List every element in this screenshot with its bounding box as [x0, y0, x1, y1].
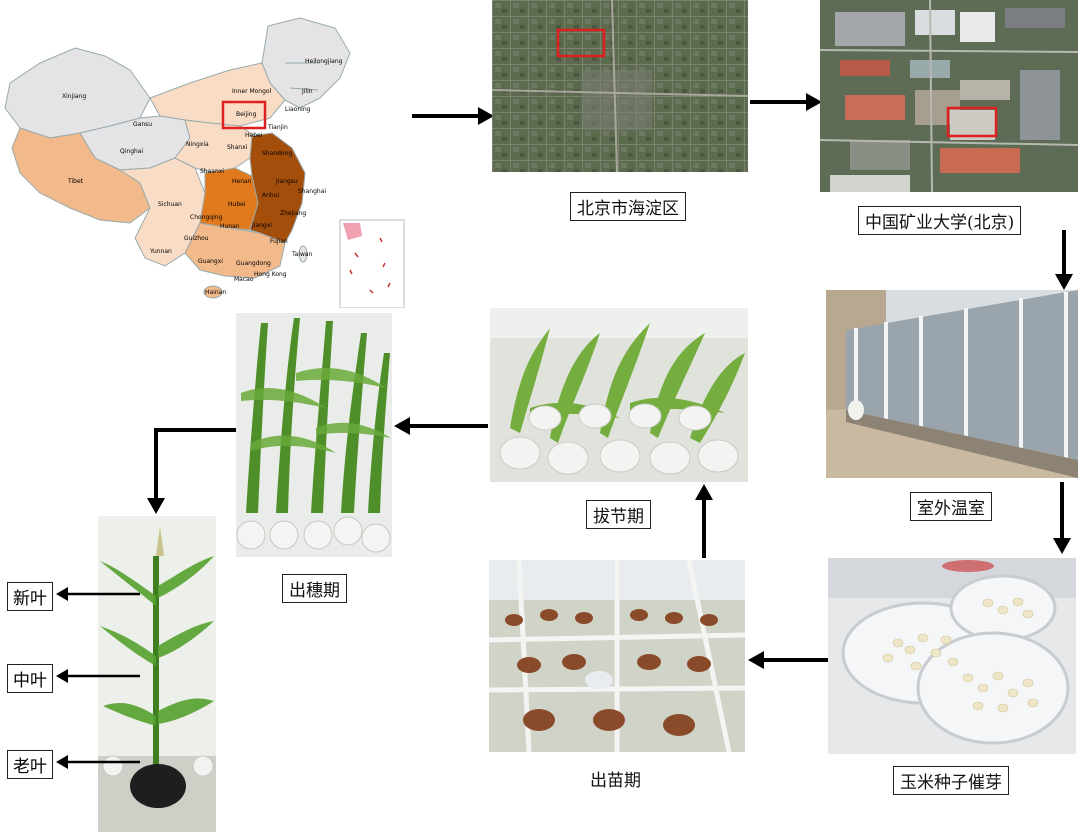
leaf-label-middle: 中叶: [7, 664, 53, 693]
map-label-fujian: Fujian: [270, 238, 288, 245]
seed-germination-photo: [828, 558, 1076, 754]
leaf-label-new: 新叶: [7, 582, 53, 611]
arrow-to-middle-leaf: [56, 669, 140, 683]
map-label-hebei: Hebei: [245, 132, 263, 139]
arrow-greenhouse-to-germination: [1053, 482, 1071, 554]
haidian-highlight-box: [556, 28, 606, 58]
map-label-chongqing: Chongqing: [190, 214, 223, 221]
map-label-heilongjiang: Heilongjiang: [305, 58, 343, 65]
arrow-germination-to-emergence: [748, 651, 828, 669]
map-label-zhejiang: Zhejiang: [280, 210, 307, 217]
cumtb-highlight-box: [946, 106, 998, 138]
step-label-germination: 玉米种子催芽: [893, 766, 1009, 795]
arrow-haidian-to-cumtb: [750, 93, 822, 111]
map-label-xinjiang: Xinjiang: [62, 93, 87, 100]
map-label-jilin: Jilin: [302, 88, 313, 95]
heading-stage-photo: [236, 313, 392, 557]
map-label-jiangxi: Jiangxi: [252, 222, 272, 229]
cumtb-satellite-image: [820, 0, 1078, 192]
beijing-highlight-box: [221, 100, 267, 130]
arrow-jointing-to-heading: [394, 417, 488, 435]
map-label-yunnan: Yunnan: [150, 248, 172, 255]
arrow-map-to-haidian: [412, 107, 494, 125]
step-label-emergence: 出苗期: [590, 771, 641, 791]
map-label-macao: Macao: [234, 276, 254, 283]
arrow-heading-to-plant: [147, 428, 236, 514]
arrow-to-old-leaf: [56, 755, 140, 769]
map-label-jiangsu: Jiangsu: [276, 178, 298, 185]
greenhouse-photo: [826, 290, 1078, 478]
jointing-stage-photo: [490, 308, 748, 482]
map-label-hongkong: Hong Kong: [254, 271, 287, 278]
map-label-guangxi: Guangxi: [198, 258, 223, 265]
map-label-gansu: Gansu: [133, 121, 153, 128]
arrow-emergence-to-jointing: [695, 484, 713, 558]
step-label-jointing: 拔节期: [586, 500, 651, 529]
leaf-label-old: 老叶: [7, 750, 53, 779]
step-label-haidian: 北京市海淀区: [570, 192, 686, 221]
map-region-south: [184, 222, 286, 279]
map-region-east: [249, 132, 306, 244]
map-label-guizhou: Guizhou: [184, 235, 209, 242]
map-label-guangdong: Guangdong: [236, 260, 271, 267]
seedling-emergence-photo: [489, 560, 745, 752]
map-label-hainan: Hainan: [205, 289, 227, 296]
map-region-taiwan: [298, 245, 308, 263]
map-label-hubei: Hubei: [228, 201, 246, 208]
step-label-heading: 出穗期: [282, 574, 347, 603]
map-label-henan: Henan: [232, 178, 252, 185]
china-map: Xinjiang Tibet Qinghai Gansu Inner Mongo…: [0, 8, 410, 308]
arrow-cumtb-to-greenhouse: [1055, 230, 1073, 290]
map-label-taiwan: Taiwan: [292, 251, 313, 258]
map-label-shanxi: Shanxi: [227, 144, 248, 151]
map-label-ningxia: Ningxia: [186, 141, 209, 148]
map-label-shandong: Shandong: [262, 150, 293, 157]
map-region-tibet: [11, 127, 151, 224]
map-label-beijing: Beijing: [236, 111, 257, 118]
map-label-tianjin: Tianjin: [268, 124, 288, 131]
step-label-greenhouse: 室外温室: [910, 492, 992, 521]
haidian-satellite-image: [492, 0, 748, 172]
leaf-sampling-plant-photo: [98, 516, 216, 832]
map-region-hainan: [203, 285, 223, 299]
map-label-hunan: Hunan: [220, 223, 240, 230]
map-label-anhui: Anhui: [262, 192, 280, 199]
step-label-cumtb: 中国矿业大学(北京): [858, 206, 1022, 235]
map-label-qinghai: Qinghai: [120, 148, 144, 155]
map-label-liaoning: Liaoning: [285, 106, 311, 113]
map-label-shanghai: Shanghai: [298, 188, 327, 195]
map-label-inner-mongol: Inner Mongol: [232, 88, 272, 95]
map-label-shaanxi: Shaanxi: [200, 168, 224, 175]
arrow-to-new-leaf: [56, 587, 140, 601]
map-label-sichuan: Sichuan: [158, 201, 182, 208]
map-label-tibet: Tibet: [68, 178, 83, 185]
